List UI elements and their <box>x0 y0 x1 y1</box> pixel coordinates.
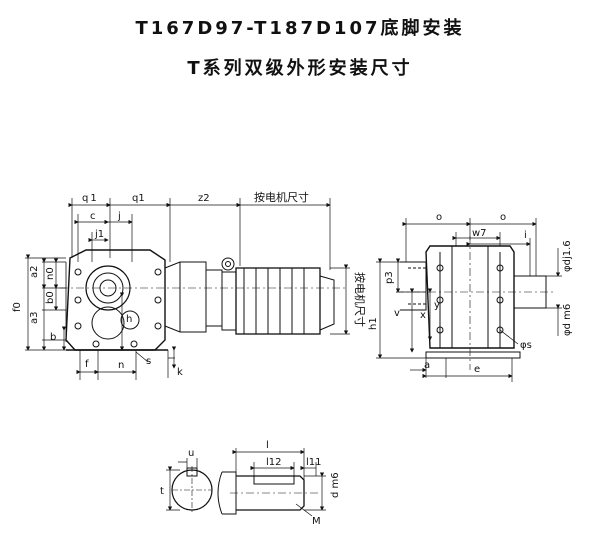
label-s-left: s <box>146 356 151 367</box>
label-i: i <box>524 230 527 241</box>
front-view <box>60 249 345 351</box>
label-e: e <box>474 364 480 375</box>
label-n0: n0 <box>45 267 56 280</box>
label-a3: a3 <box>29 312 40 325</box>
label-s-right: φs <box>520 340 532 351</box>
label-a2: a2 <box>29 266 40 279</box>
label-p3: p3 <box>384 271 395 284</box>
front-view-dimensions <box>25 198 350 380</box>
label-n: n <box>118 360 124 371</box>
label-h1: h1 <box>368 317 379 330</box>
label-o-left: o <box>436 212 442 223</box>
label-dm6-shaft: d m6 <box>330 472 341 498</box>
label-w7: w7 <box>472 228 487 239</box>
shaft-end-view <box>166 458 213 514</box>
label-v: v <box>394 308 400 319</box>
label-x: x <box>420 310 426 321</box>
side-view-dimensions <box>376 218 562 382</box>
label-j1: j1 <box>94 229 104 240</box>
side-view-labels: o o w7 i p3 v x y h1 φdj1.6 φd m6 φs a e <box>368 212 573 375</box>
label-u: u <box>188 448 194 459</box>
label-k: k <box>177 367 183 378</box>
title-line-1: T167D97-T187D107底脚安装 <box>135 18 465 39</box>
label-b: b <box>50 332 56 343</box>
front-view-labels: q 1 q1 z2 按电机尺寸 c j j1 a2 n0 b0 a3 f0 b … <box>12 190 367 378</box>
label-b0: b0 <box>45 291 56 304</box>
label-q1b: q1 <box>132 193 145 204</box>
label-motor-dim-h: 按电机尺寸 <box>254 190 309 204</box>
label-f0: f0 <box>12 302 23 312</box>
label-j: j <box>117 211 121 222</box>
label-l11: l11 <box>306 457 322 468</box>
label-a: a <box>424 360 430 371</box>
label-dm6: φd m6 <box>562 304 573 336</box>
label-dj: φdj1.6 <box>562 240 573 272</box>
title-line-2: T系列双级外形安装尺寸 <box>187 58 413 79</box>
label-q1a: q 1 <box>82 193 97 204</box>
side-view <box>396 236 556 370</box>
label-c: c <box>90 211 96 222</box>
label-h: h <box>126 314 132 325</box>
label-l12: l12 <box>266 457 282 468</box>
shaft-labels: l l12 l11 u t d m6 M <box>160 440 341 527</box>
label-o-right: o <box>500 212 506 223</box>
label-f: f <box>85 359 89 370</box>
label-z2: z2 <box>198 193 210 204</box>
label-l: l <box>266 440 269 451</box>
label-motor-dim-v: 按电机尺寸 <box>353 272 367 327</box>
shaft-side-view <box>217 448 326 517</box>
label-M: M <box>312 516 321 527</box>
label-y: y <box>434 300 440 311</box>
label-t: t <box>160 486 164 497</box>
